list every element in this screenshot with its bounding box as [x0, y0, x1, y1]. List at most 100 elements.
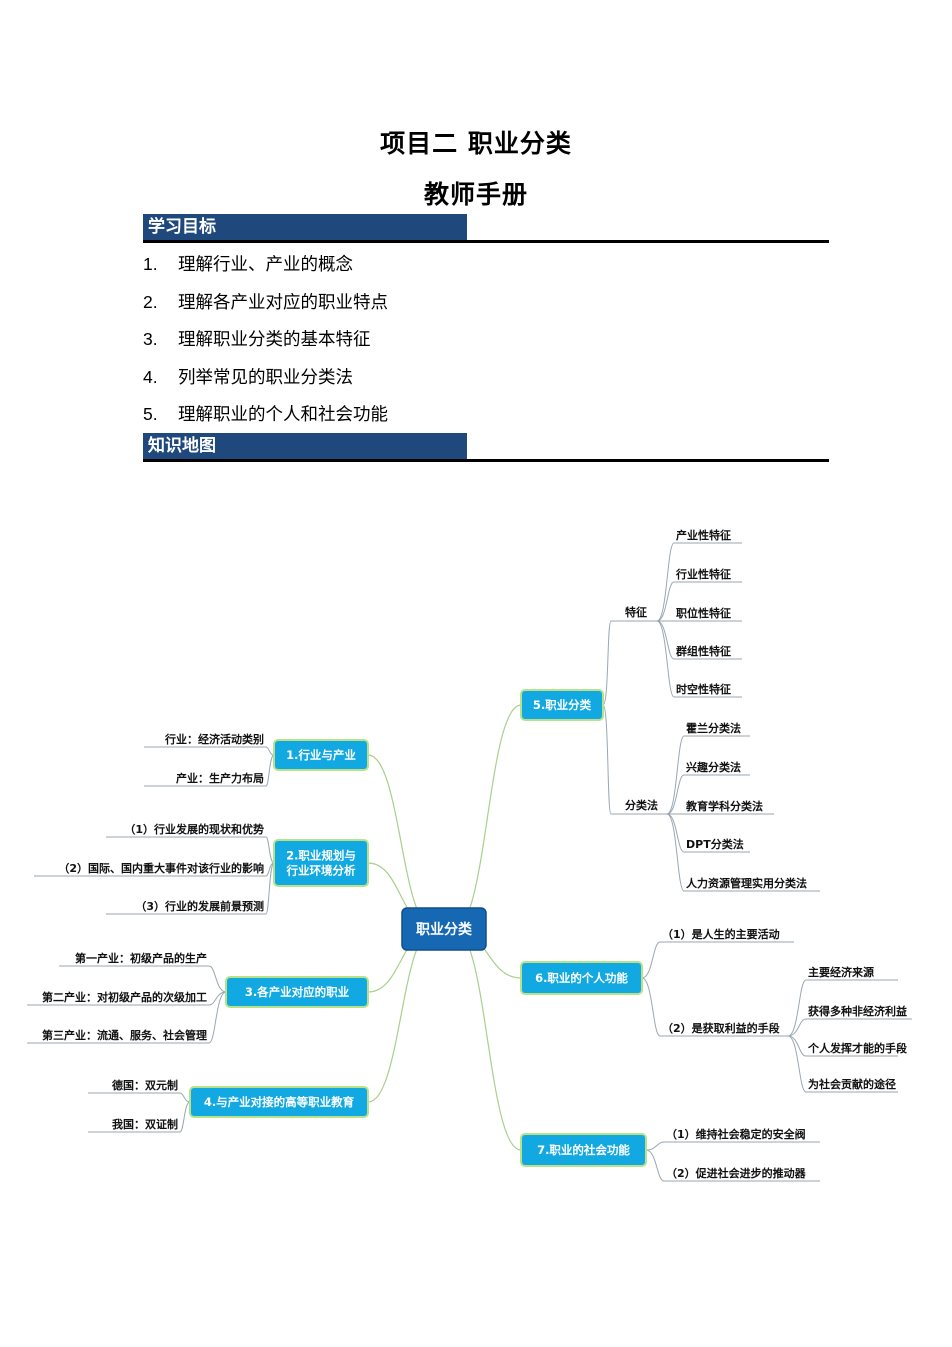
objective-item: 1. 理解行业、产业的概念: [143, 251, 388, 289]
group-leaf-label: 兴趣分类法: [686, 760, 741, 774]
branch-label: 1.行业与产业: [286, 748, 356, 762]
leaf-label: （1）行业发展的现状和优势: [124, 822, 264, 836]
objective-number: 4.: [143, 366, 158, 387]
leaf-connector: [666, 813, 685, 892]
objectives-section-rule: [143, 240, 829, 243]
item-label: （2）是获取利益的手段: [662, 1021, 780, 1035]
branch-label: 7.职业的社会功能: [537, 1143, 630, 1157]
leaf-connector: [787, 979, 807, 1037]
leaf-label: 我国：双证制: [112, 1117, 178, 1131]
group-leaf-label: 人力资源管理实用分类法: [686, 876, 807, 890]
leaf-label: 行业：经济活动类别: [164, 732, 264, 746]
objectives-section-label: 学习目标: [143, 214, 467, 240]
branch-node: [273, 739, 369, 771]
branch-node: [189, 1086, 369, 1118]
leaf-connector: [265, 836, 275, 864]
group-leaf-label: 职位性特征: [676, 606, 731, 620]
group-leaf-label: 霍兰分类法: [686, 721, 741, 735]
sub-leaf-label: 获得多种非经济利益: [808, 1004, 907, 1018]
root-label: 职业分类: [416, 921, 473, 938]
group-leaf-label: 群组性特征: [675, 644, 731, 658]
leaf-connector: [641, 977, 661, 1037]
leaf-connector: [265, 862, 275, 915]
objective-number: 3.: [143, 329, 158, 349]
branch-node: [520, 1133, 647, 1167]
branch-node: [520, 689, 604, 721]
objective-number: 2.: [143, 291, 158, 312]
map-section-rule: [143, 459, 829, 462]
leaf-connector: [208, 991, 227, 1006]
leaf-connector: [666, 735, 685, 815]
map-section-header: 知识地图: [143, 433, 829, 463]
group-connector: [602, 704, 612, 815]
leaf-label: 德国：双元制: [111, 1078, 178, 1092]
objective-item: 2.理解各产业对应的职业特点: [143, 289, 388, 327]
objective-number: 1.: [143, 254, 158, 274]
group-leaf-label: 教育学科分类法: [685, 799, 763, 813]
leaf-label: 第一产业：初级产品的生产: [75, 951, 207, 965]
group-leaf-label: DPT分类法: [686, 837, 744, 851]
group-leaf-label: 时空性特征: [676, 682, 731, 696]
leaf-connector: [645, 1149, 665, 1182]
leaf-connector: [265, 754, 275, 787]
group-connector: [602, 620, 612, 706]
objectives-section-header: 学习目标: [143, 214, 829, 244]
leaf-connector: [265, 746, 275, 756]
root-connector: [367, 754, 435, 930]
leaf-label: 产业：生产力布局: [176, 771, 264, 785]
leaf-connector: [787, 1035, 807, 1093]
branch-label: 行业环境分析: [286, 864, 356, 878]
sub-leaf-label: 为社会贡献的途径: [808, 1077, 896, 1091]
objective-item: 4. 列举常见的职业分类法: [143, 364, 388, 402]
root-connector: [453, 704, 522, 930]
branch-label: 5.职业分类: [533, 698, 592, 712]
root-connector: [453, 928, 522, 1151]
group-label: 分类法: [625, 798, 658, 812]
branch-node: [273, 839, 369, 887]
leaf-connector: [666, 774, 685, 815]
branch-label: 4.与产业对接的高等职业教育: [204, 1095, 355, 1109]
leaf-label: （2）促进社会进步的推动器: [666, 1166, 807, 1180]
objective-text: 理解职业分类的基本特征: [178, 330, 371, 350]
leaf-connector: [787, 1035, 807, 1057]
branch-node: [520, 961, 643, 995]
leaf-connector: [208, 991, 227, 1044]
branch-node: [225, 976, 369, 1008]
root-connector: [367, 928, 435, 1103]
item-label: （1）是人生的主要活动: [662, 927, 780, 941]
leaf-connector: [208, 965, 227, 993]
objective-item: 5.理解职业的个人和社会功能: [143, 401, 388, 439]
leaf-connector: [787, 1018, 807, 1037]
leaf-connector: [179, 1101, 191, 1133]
page-title: 项目二 职业分类: [380, 129, 572, 158]
objective-item: 3. 理解职业分类的基本特征: [143, 326, 388, 364]
objectives-list: 1. 理解行业、产业的概念 2.理解各产业对应的职业特点 3. 理解职业分类的基本特…: [143, 251, 388, 439]
leaf-connector: [666, 813, 685, 853]
group-label: 特征: [625, 605, 647, 619]
branch-label: 2.职业规划与: [286, 849, 356, 863]
leaf-label: 第三产业：流通、服务、社会管理: [42, 1028, 207, 1042]
branch-label: 6.职业的个人功能: [535, 971, 628, 985]
objective-text: 列举常见的职业分类法: [178, 367, 353, 388]
group-leaf-label: 产业性特征: [676, 528, 731, 542]
leaf-connector: [641, 941, 661, 979]
leaf-label: 第二产业：对初级产品的次级加工: [42, 990, 207, 1004]
leaf-label: （3）行业的发展前景预测: [135, 899, 264, 913]
map-section-label: 知识地图: [143, 433, 467, 459]
leaf-connector: [179, 1092, 191, 1103]
page-subtitle: 教师手册: [423, 180, 528, 209]
group-leaf-label: 行业性特征: [675, 567, 731, 581]
leaf-label: （2）国际、国内重大事件对该行业的影响: [58, 861, 264, 875]
leaf-connector: [656, 620, 675, 698]
objective-number: 5.: [143, 404, 158, 424]
objective-text: 理解行业、产业的概念: [178, 255, 353, 275]
branch-label: 3.各产业对应的职业: [245, 985, 350, 999]
root-node: [401, 907, 487, 951]
leaf-connector: [645, 1141, 665, 1151]
sub-leaf-label: 主要经济来源: [808, 965, 874, 979]
sub-leaf-label: 个人发挥才能的手段: [807, 1041, 907, 1055]
leaf-connector: [656, 581, 675, 622]
leaf-label: （1）维持社会稳定的安全阀: [666, 1127, 806, 1141]
leaf-connector: [656, 542, 675, 622]
